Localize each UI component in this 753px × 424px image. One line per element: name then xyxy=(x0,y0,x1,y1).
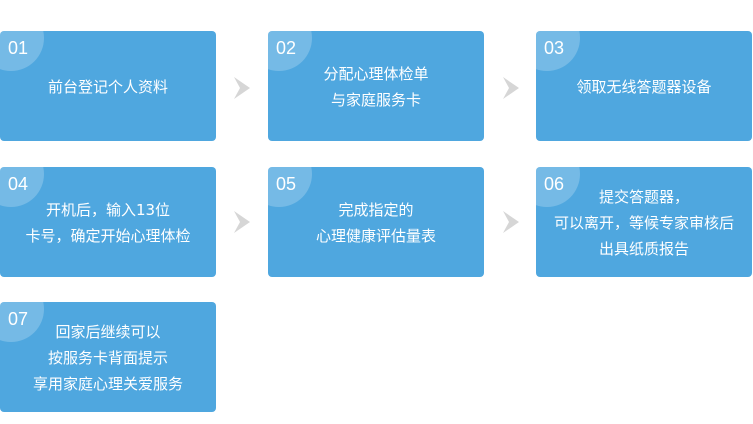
step-03-box: 03 领取无线答题器设备 xyxy=(536,31,752,141)
step-text-line: 分配心理体检单 xyxy=(323,65,429,83)
step-text-line: 可以离开，等候专家审核后 xyxy=(553,214,734,232)
step-text-line: 卡号，确定开始心理体检 xyxy=(25,227,191,245)
step-text-line: 心理健康评估量表 xyxy=(315,227,436,245)
step-description: 分配心理体检单 与家庭服务卡 xyxy=(268,31,484,141)
step-text-line: 提交答题器， xyxy=(598,188,689,206)
chevron-right-icon xyxy=(234,211,250,233)
step-07-box: 07 回家后继续可以 按服务卡背面提示 享用家庭心理关爱服务 xyxy=(0,302,216,412)
step-number: 07 xyxy=(8,309,29,329)
step-text-line: 出具纸质报告 xyxy=(598,240,689,258)
step-02-box: 02 分配心理体检单 与家庭服务卡 xyxy=(268,31,484,141)
step-text-line: 享用家庭心理关爱服务 xyxy=(32,375,183,393)
chevron-right-icon xyxy=(234,77,250,99)
step-description: 领取无线答题器设备 xyxy=(536,31,752,141)
step-text-line: 开机后，输入13位 xyxy=(45,201,171,219)
step-number: 04 xyxy=(8,174,29,194)
step-06-box: 06 提交答题器， 可以离开，等候专家审核后 出具纸质报告 xyxy=(536,167,752,277)
step-description: 完成指定的 心理健康评估量表 xyxy=(268,167,484,277)
step-description: 开机后，输入13位 卡号，确定开始心理体检 xyxy=(0,167,216,277)
step-text-line: 完成指定的 xyxy=(338,201,414,219)
step-text-line: 前台登记个人资料 xyxy=(47,78,168,96)
step-number: 06 xyxy=(544,174,565,194)
chevron-right-icon xyxy=(503,211,519,233)
step-number: 01 xyxy=(8,38,29,58)
step-text-line: 回家后继续可以 xyxy=(55,323,161,341)
step-description: 前台登记个人资料 xyxy=(0,31,216,141)
step-number: 02 xyxy=(276,38,297,58)
step-text-line: 领取无线答题器设备 xyxy=(576,78,712,96)
step-description: 回家后继续可以 按服务卡背面提示 享用家庭心理关爱服务 xyxy=(0,302,216,412)
chevron-right-icon xyxy=(503,77,519,99)
step-number: 05 xyxy=(276,174,297,194)
step-04-box: 04 开机后，输入13位 卡号，确定开始心理体检 xyxy=(0,167,216,277)
step-05-box: 05 完成指定的 心理健康评估量表 xyxy=(268,167,484,277)
step-01-box: 01 前台登记个人资料 xyxy=(0,31,216,141)
step-number: 03 xyxy=(544,38,565,58)
step-text-line: 与家庭服务卡 xyxy=(330,91,421,109)
step-description: 提交答题器， 可以离开，等候专家审核后 出具纸质报告 xyxy=(536,167,752,277)
step-text-line: 按服务卡背面提示 xyxy=(47,349,168,367)
